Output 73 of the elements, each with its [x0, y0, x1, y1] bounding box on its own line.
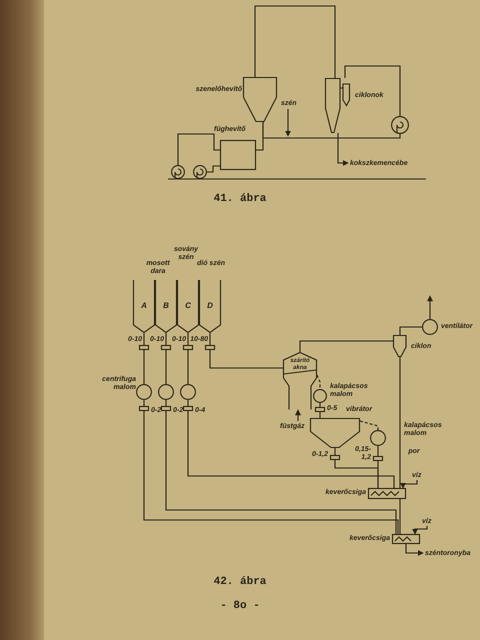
gate-valve: [183, 406, 193, 411]
flow-arrow: [285, 109, 291, 137]
gate-valve: [139, 406, 149, 411]
gate-valve: [161, 406, 171, 411]
pipe-line: [319, 403, 321, 407]
mill-circle: [158, 384, 174, 400]
dryer-shaft: [283, 352, 317, 410]
figure-caption: - 8o -: [219, 600, 261, 612]
flow-arrow: [427, 295, 433, 319]
flow-arrow: [412, 526, 428, 535]
pipe-line: [143, 333, 145, 345]
pipe-line: [399, 499, 401, 534]
bunker: [199, 280, 221, 333]
gate-valve: [330, 455, 340, 460]
fan-icon: [171, 165, 185, 179]
pipe-line: [316, 374, 321, 389]
pipe-line: [344, 65, 401, 116]
pipe-line: [334, 448, 336, 455]
pipe-line: [187, 333, 189, 345]
pipe-line: [143, 400, 145, 406]
pipe-line: [187, 411, 395, 488]
pipe-line: [299, 340, 393, 352]
pipe-line: [209, 333, 211, 345]
figure-caption: 41. ábra: [212, 193, 268, 206]
cyclone: [393, 335, 407, 357]
heater-box: [220, 140, 256, 170]
cyclone-pair: [325, 78, 350, 133]
flow-arrow: [337, 133, 349, 166]
pipe-line: [165, 333, 167, 345]
mill-circle: [136, 384, 152, 400]
fan-icon: [193, 165, 207, 179]
pipe-line: [165, 350, 167, 384]
gate-valve: [373, 456, 383, 461]
bunker-letter: D: [207, 302, 213, 311]
pipe-line: [399, 326, 422, 335]
bunker-letter: A: [141, 302, 147, 311]
flow-arrow: [405, 544, 424, 556]
preheater-hopper: [243, 77, 277, 122]
mill-circle: [180, 384, 196, 400]
flow-arrow: [400, 480, 418, 489]
fan-icon: [391, 116, 409, 134]
pipe-line: [399, 357, 401, 488]
pipe-line: [319, 412, 321, 418]
screw-mixer: [392, 534, 420, 544]
mill-circle: [370, 430, 386, 446]
vibrating-screen-hopper: [310, 418, 360, 448]
pipe-line: [377, 461, 379, 488]
pipe-line: [187, 350, 189, 384]
figure-caption: 42. ábra: [212, 576, 268, 588]
bunker: [155, 280, 177, 333]
gate-valve: [161, 345, 171, 350]
flow-arrow: [295, 409, 301, 421]
pipe-line: [143, 350, 145, 384]
fan-circle: [422, 319, 438, 335]
bunker-letter: B: [163, 302, 169, 311]
gate-valve: [183, 345, 193, 350]
screw-mixer: [368, 488, 406, 499]
gate-valve: [205, 345, 215, 350]
pipe-line: [377, 446, 379, 456]
pipe-line: [254, 5, 336, 78]
gate-valve: [315, 407, 325, 412]
pipe-line: [187, 400, 189, 406]
pipe-line: [177, 133, 220, 165]
pipe-line: [207, 165, 220, 173]
bunker-letter: C: [185, 302, 191, 311]
gate-valve: [139, 345, 149, 350]
pipe-line: [209, 350, 283, 369]
mill-circle: [313, 389, 327, 403]
pipe-line: [360, 420, 379, 430]
bunker: [177, 280, 199, 333]
pipe-line: [165, 400, 167, 406]
pipe-line: [262, 122, 401, 139]
bunker: [133, 280, 155, 333]
